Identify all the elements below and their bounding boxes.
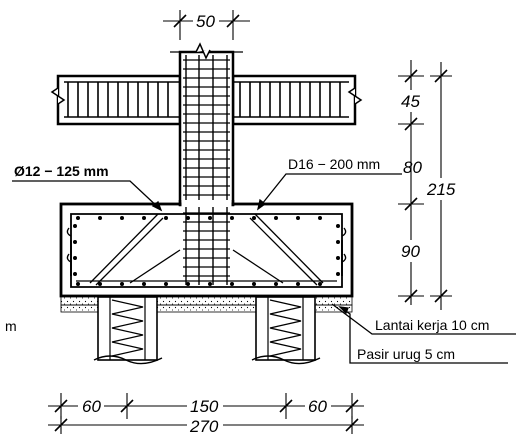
- rebar-dot: [73, 224, 77, 228]
- rebar-dot: [98, 282, 102, 286]
- sand-fill-layer: [60, 304, 353, 313]
- diag-bar-right-1: [254, 213, 324, 284]
- dim-upper-gap: 80: [403, 158, 422, 177]
- rebar-dot: [73, 240, 77, 244]
- dim-left-edge: 60: [82, 397, 101, 416]
- slab-beam: [50, 74, 363, 126]
- dim-total-width: 270: [189, 417, 219, 436]
- rebar-dot: [336, 224, 340, 228]
- rebar-dot: [296, 216, 300, 220]
- label-stirrup-rebar: Ø12 − 125 mm: [14, 163, 109, 179]
- dimension-lines: [48, 10, 452, 434]
- rebar-dot: [186, 282, 190, 286]
- pile-left: [93, 296, 163, 365]
- diag-bar-left-2: [95, 217, 164, 286]
- rebar-dot: [274, 282, 278, 286]
- rebar-dot: [252, 282, 256, 286]
- dim-right-edge: 60: [308, 397, 327, 416]
- dim-total-height: 215: [426, 180, 456, 199]
- pile-cap-outline: [59, 202, 354, 298]
- dim-slab-thickness: 45: [401, 92, 420, 111]
- rebar-dot: [336, 272, 340, 276]
- rebar-dot: [142, 216, 146, 220]
- leader-stirrup: [12, 180, 162, 211]
- rebar-dot: [318, 282, 322, 286]
- label-sand-fill: Pasir urug 5 cm: [357, 346, 455, 362]
- column: [170, 42, 243, 285]
- diag-bar-right-2: [249, 217, 318, 286]
- leaders: [12, 173, 516, 364]
- dim-column-width: 50: [196, 12, 215, 31]
- column-break-symbol: [195, 42, 211, 60]
- cap-bottom-bar: [70, 240, 343, 288]
- rebar-dot: [336, 240, 340, 244]
- leader-main-bar: [257, 173, 402, 210]
- label-main-rebar: D16 − 200 mm: [288, 156, 380, 172]
- column-outline: [178, 50, 235, 207]
- hook-left-1: [66, 227, 72, 237]
- pile-right: [251, 296, 321, 365]
- rebar-dot: [73, 256, 77, 260]
- rebar-dot: [164, 216, 168, 220]
- rebar-dot: [120, 282, 124, 286]
- rebar-dot: [208, 282, 212, 286]
- rebar-dot: [252, 216, 256, 220]
- break-symbol-left: [50, 76, 66, 124]
- leader-stirrup-arrow: [151, 200, 163, 212]
- hook-left-2: [66, 253, 72, 263]
- rebar-dot: [186, 216, 190, 220]
- diag-bar-left-1: [89, 213, 159, 284]
- dim-pile-spacing: 150: [190, 397, 219, 416]
- rebar-dot: [296, 282, 300, 286]
- rebar-dot: [142, 282, 146, 286]
- hook-right-2: [341, 253, 347, 263]
- slab-stirrups-right: [239, 82, 341, 117]
- hook-right-1: [341, 227, 347, 237]
- rebar-dot: [230, 282, 234, 286]
- rebar-dot: [120, 216, 124, 220]
- slab-stirrups-left: [67, 82, 169, 117]
- rebar-dot: [76, 282, 80, 286]
- rebar-dot: [73, 272, 77, 276]
- rebar-dot: [336, 256, 340, 260]
- rebar-dot: [208, 216, 212, 220]
- diag-bar-left-3: [129, 249, 181, 284]
- cap-rebar-dots: [73, 216, 340, 286]
- rebar-dot: [164, 282, 168, 286]
- label-work-floor: Lantai kerja 10 cm: [375, 317, 489, 333]
- piles: [93, 296, 321, 365]
- rebar-dot: [274, 216, 278, 220]
- label-cut-off-left: m: [5, 318, 17, 334]
- base-layers: [60, 295, 353, 313]
- leader-main-arrow: [256, 198, 267, 211]
- rebar-dot: [230, 216, 234, 220]
- dim-footing-height: 90: [401, 242, 420, 261]
- rebar-dot: [76, 216, 80, 220]
- pile-cap: [59, 200, 354, 298]
- break-symbol-right: [347, 76, 363, 124]
- rebar-dot: [98, 216, 102, 220]
- column-ties: [183, 59, 230, 277]
- leader-work-floor: [331, 303, 516, 335]
- rebar-dot: [318, 216, 322, 220]
- dimension-text-masks: [78, 10, 457, 436]
- diag-bar-right-3: [232, 249, 284, 284]
